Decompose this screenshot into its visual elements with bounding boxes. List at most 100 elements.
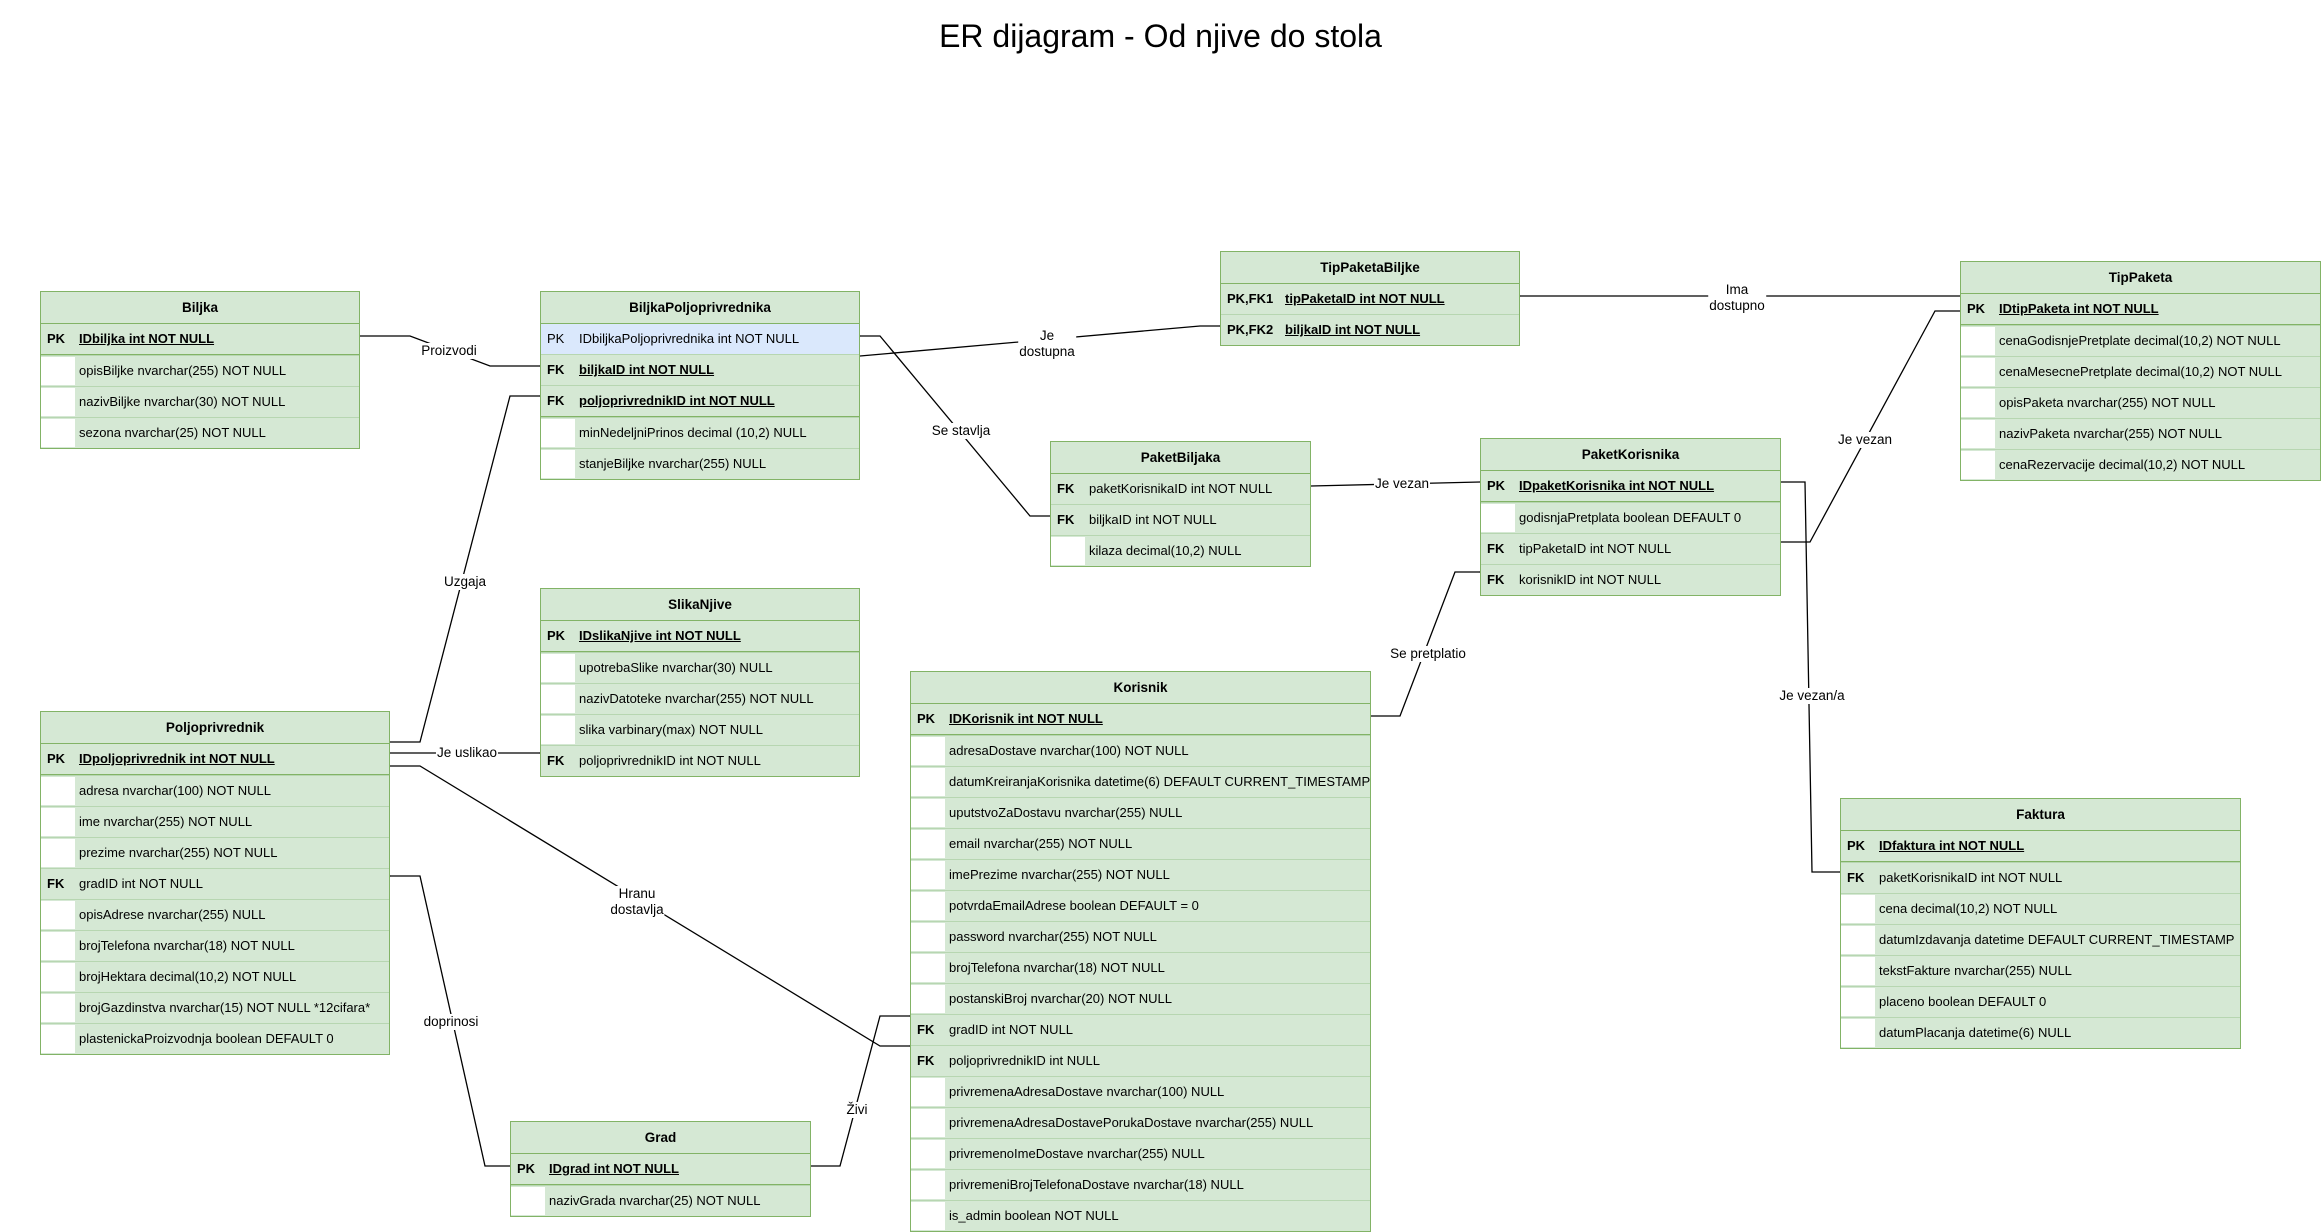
attribute-field: email nvarchar(255) NOT NULL [949,836,1133,851]
attribute-row[interactable]: datumKreiranjaKorisnika datetime(6) DEFA… [911,766,1370,797]
attribute-field: IDpoljoprivrednik int NOT NULL [79,751,275,766]
attribute-field: paketKorisnikaID int NOT NULL [1089,481,1273,496]
attribute-row[interactable]: privremenaAdresaDostavePorukaDostave nva… [911,1107,1370,1138]
attribute-key: FK [917,1022,935,1037]
attribute-row[interactable]: cena decimal(10,2) NOT NULL [1841,893,2240,924]
attribute-row[interactable]: brojTelefona nvarchar(18) NOT NULL [41,930,389,961]
attribute-row[interactable]: datumIzdavanja datetime DEFAULT CURRENT_… [1841,924,2240,955]
attribute-row[interactable]: godisnjaPretplata boolean DEFAULT 0 [1481,502,1780,533]
attribute-row[interactable]: brojTelefona nvarchar(18) NOT NULL [911,952,1370,983]
attribute-key [911,892,945,920]
attribute-row[interactable]: nazivGrada nvarchar(25) NOT NULL [511,1185,810,1216]
attribute-key: PK [47,331,66,346]
attribute-row[interactable]: PK IDtipPaketa int NOT NULL [1961,294,2320,325]
attribute-row[interactable]: datumPlacanja datetime(6) NULL [1841,1017,2240,1048]
attribute-row[interactable]: opisAdrese nvarchar(255) NULL [41,899,389,930]
attribute-row[interactable]: kilaza decimal(10,2) NULL [1051,535,1310,566]
attribute-row[interactable]: potvrdaEmailAdrese boolean DEFAULT = 0 [911,890,1370,921]
attribute-row[interactable]: opisBiljke nvarchar(255) NOT NULL [41,355,359,386]
attribute-row[interactable]: opisPaketa nvarchar(255) NOT NULL [1961,387,2320,418]
attribute-row[interactable]: cenaMesecnePretplate decimal(10,2) NOT N… [1961,356,2320,387]
attribute-key [41,419,75,447]
attribute-row[interactable]: email nvarchar(255) NOT NULL [911,828,1370,859]
attribute-row[interactable]: sezona nvarchar(25) NOT NULL [41,417,359,448]
attribute-row[interactable]: tekstFakture nvarchar(255) NULL [1841,955,2240,986]
attribute-field: kilaza decimal(10,2) NULL [1089,543,1242,558]
attribute-row[interactable]: upotrebaSlike nvarchar(30) NULL [541,652,859,683]
entity-title: Poljoprivrednik [41,712,389,744]
attribute-row[interactable]: plastenickaProizvodnja boolean DEFAULT 0 [41,1023,389,1054]
attribute-row[interactable]: brojHektara decimal(10,2) NOT NULL [41,961,389,992]
attribute-row[interactable]: imePrezime nvarchar(255) NOT NULL [911,859,1370,890]
attribute-field: privremenaAdresaDostave nvarchar(100) NU… [949,1084,1225,1099]
attribute-row[interactable]: FK gradID int NOT NULL [911,1014,1370,1045]
attribute-row[interactable]: prezime nvarchar(255) NOT NULL [41,837,389,868]
attribute-field: cenaMesecnePretplate decimal(10,2) NOT N… [1999,364,2283,379]
attribute-row[interactable]: ime nvarchar(255) NOT NULL [41,806,389,837]
attribute-row[interactable]: uputstvoZaDostavu nvarchar(255) NULL [911,797,1370,828]
attribute-row[interactable]: PK IDbiljka int NOT NULL [41,324,359,355]
attribute-key [1841,988,1875,1016]
attribute-row[interactable]: postanskiBroj nvarchar(20) NOT NULL [911,983,1370,1014]
attribute-key [1961,358,1995,386]
attribute-field: IDbiljka int NOT NULL [79,331,215,346]
rel-label-je-uslikao: Je uslikao [435,745,499,761]
attribute-key: FK [547,362,565,377]
attribute-row[interactable]: privremenaAdresaDostave nvarchar(100) NU… [911,1076,1370,1107]
attribute-key: PK [547,331,565,346]
attribute-field: IDtipPaketa int NOT NULL [1999,301,2159,316]
attribute-row[interactable]: adresaDostave nvarchar(100) NOT NULL [911,735,1370,766]
attribute-row[interactable]: stanjeBiljke nvarchar(255) NULL [541,448,859,479]
attribute-row[interactable]: privremeniBrojTelefonaDostave nvarchar(1… [911,1169,1370,1200]
attribute-row[interactable]: slika varbinary(max) NOT NULL [541,714,859,745]
rel-label-je-vezana: Je vezan/a [1778,688,1846,704]
attribute-row[interactable]: cenaRezervacije decimal(10,2) NOT NULL [1961,449,2320,480]
attribute-row[interactable]: placeno boolean DEFAULT 0 [1841,986,2240,1017]
attribute-row[interactable]: nazivBiljke nvarchar(30) NOT NULL [41,386,359,417]
attribute-row[interactable]: privremenoImeDostave nvarchar(255) NULL [911,1138,1370,1169]
attribute-row[interactable]: minNedeljniPrinos decimal (10,2) NULL [541,417,859,448]
attribute-key: PK [1967,301,1986,316]
attribute-row[interactable]: brojGazdinstva nvarchar(15) NOT NULL *12… [41,992,389,1023]
attribute-row[interactable]: adresa nvarchar(100) NOT NULL [41,775,389,806]
attribute-row[interactable]: password nvarchar(255) NOT NULL [911,921,1370,952]
entity-title: Biljka [41,292,359,324]
rel-label-je-vezan-tp: Je vezan [1836,432,1894,448]
attribute-row[interactable]: nazivDatoteke nvarchar(255) NOT NULL [541,683,859,714]
attribute-row[interactable]: is_admin boolean NOT NULL [911,1200,1370,1231]
attribute-field: gradID int NOT NULL [949,1022,1074,1037]
attribute-row[interactable]: nazivPaketa nvarchar(255) NOT NULL [1961,418,2320,449]
attribute-row[interactable]: cenaGodisnjePretplate decimal(10,2) NOT … [1961,325,2320,356]
entity-title: PaketKorisnika [1481,439,1780,471]
